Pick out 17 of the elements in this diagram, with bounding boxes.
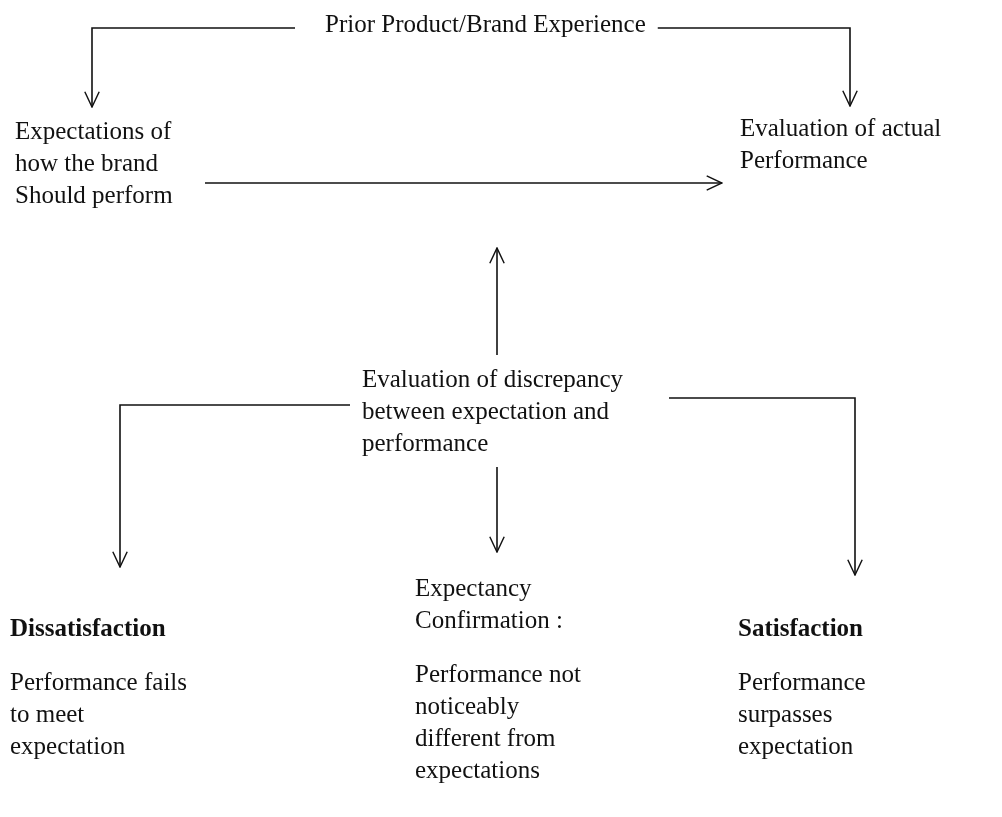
node-description: Performance not noticeably different from expectations — [415, 659, 582, 785]
node-heading: Dissatisfaction — [10, 613, 167, 643]
node-description: Performance fails to meet expectation — [10, 667, 188, 761]
node-heading: Satisfaction — [738, 613, 864, 643]
arrow — [489, 466, 505, 553]
arrow — [489, 247, 505, 356]
node-heading: Expectancy Confirmation : — [415, 573, 564, 635]
node-label: Prior Product/Brand Experience — [325, 9, 646, 39]
node-label: Evaluation of actual Performance — [740, 113, 943, 175]
arrow — [656, 27, 858, 107]
node-label: Evaluation of discrepancy between expectation and performance — [362, 364, 624, 458]
arrow — [668, 397, 863, 576]
node-description: Performance surpasses expectation — [738, 667, 867, 761]
arrow — [112, 404, 351, 568]
node-label: Expectations of how the brand Should perform — [15, 116, 174, 210]
arrow — [204, 175, 723, 191]
arrow — [84, 27, 296, 108]
